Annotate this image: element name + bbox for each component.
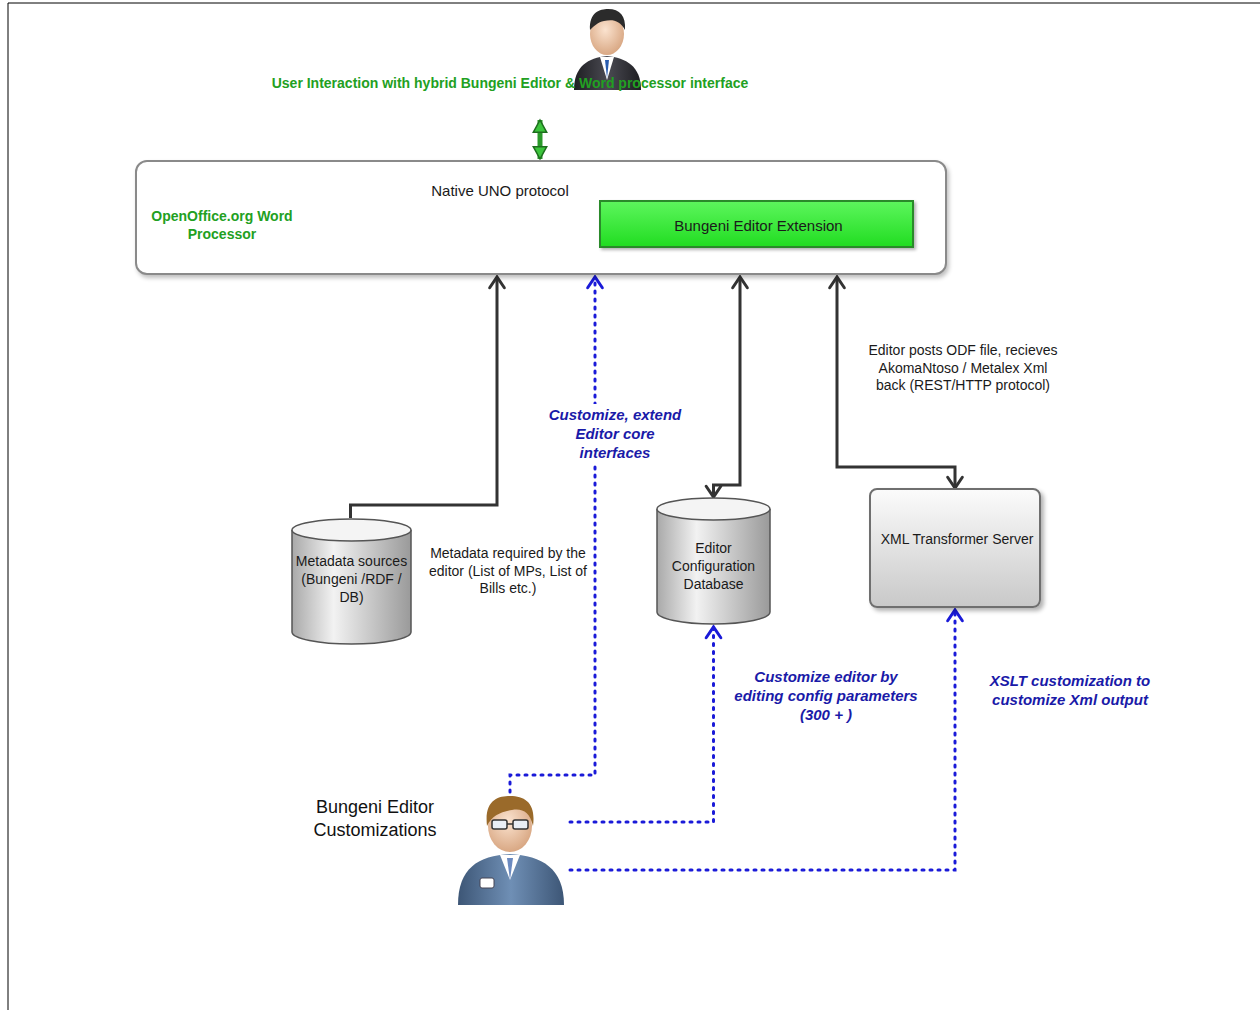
cylinder-top [657,498,770,520]
edge-label: Customize, extend Editor core interfaces [546,404,684,464]
cylinder-body [657,509,770,624]
edge-label: XSLT customization to customize Xml outp… [972,672,1168,710]
connector [351,277,505,518]
node-label: OpenOffice.org Word Processor [147,207,297,243]
user-actor: User Interaction with hybrid Bungeni Edi… [270,0,750,118]
metadata-cylinder: Metadata sources (Bungeni /RDF / DB) [291,518,412,645]
cylinder-top [292,519,411,541]
page-border [8,3,1260,4]
badge [480,878,494,888]
glasses [492,820,507,829]
node-label: Metadata sources (Bungeni /RDF / DB) [291,552,412,607]
edge-label: Native UNO protocol [402,182,598,201]
arrow-head [948,477,963,488]
arrow-head [533,120,546,132]
node-label: XML Transformer Server [879,530,1035,548]
edge-label: Metadata required by the editor (List of… [426,545,590,598]
node-label: Editor Configuration Database [658,539,769,594]
customizer-tie [507,858,513,880]
cylinder-body [292,530,411,644]
arrow-head [733,277,748,288]
user-hair [590,9,625,30]
arrow-head [533,147,546,159]
edge-label: Customize editor by editing config param… [733,668,919,724]
arrow-head [706,627,721,638]
customizer-shirt [500,855,520,880]
node-label: User Interaction with hybrid Bungeni Edi… [270,74,750,92]
connector-line [351,277,498,518]
connector [570,610,962,870]
editor-extension-box: Bungeni Editor Extension [599,200,914,248]
arrow-head [588,277,603,288]
word-processor-frame: OpenOffice.org Word Processor Bungeni Edi… [135,160,947,275]
arrow-head [706,486,721,497]
node-label: Bungeni Editor Customizations [290,796,460,843]
glasses [507,823,513,825]
arrow-head [948,610,963,621]
node-label: Bungeni Editor Extension [605,216,912,236]
arrow-head [490,277,505,288]
arrow-head [830,277,845,288]
config-cylinder: Editor Configuration Database [656,497,771,625]
glasses [513,820,528,829]
customizer-body [458,854,564,905]
customizer-actor: Bungeni Editor Customizations [290,790,570,905]
connector [706,277,747,497]
customizer-icon [458,796,564,905]
xml-server-box: XML Transformer Server [869,488,1041,608]
page-border [8,3,9,1010]
edge-label: Editor posts ODF file, recieves AkomaNto… [862,342,1064,395]
connector-line [570,610,955,870]
connector-line [510,277,595,792]
connector-line [570,627,714,822]
connector [533,120,546,159]
connector [510,277,602,792]
connector-line [714,277,741,497]
connector [570,627,721,822]
